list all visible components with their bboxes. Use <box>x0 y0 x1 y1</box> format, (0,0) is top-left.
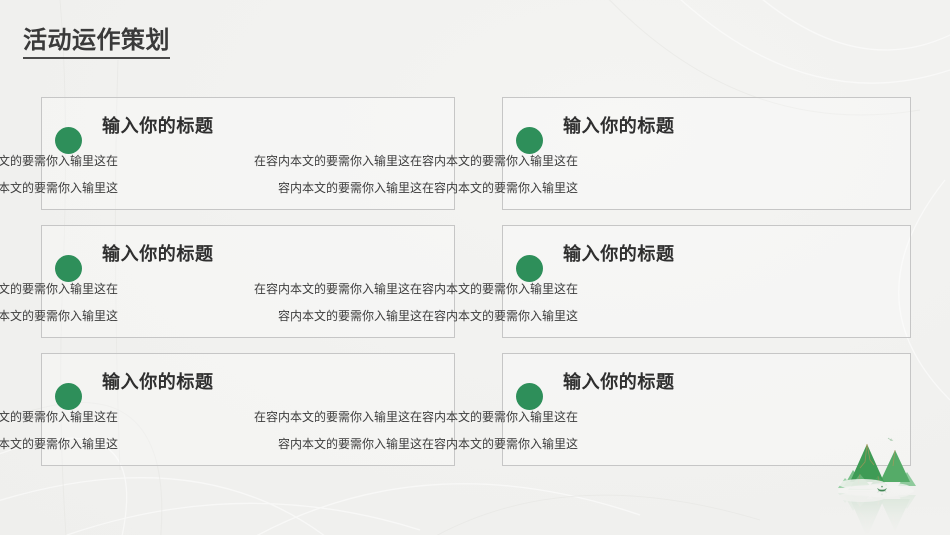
green-dot-icon <box>516 383 543 410</box>
card-title-placeholder[interactable]: 输入你的标题 <box>102 244 214 264</box>
placeholder-text-fragment[interactable]: 容内本文的要需你入输里这在容内本文的要需你入输里这 <box>277 437 578 451</box>
card-title-placeholder[interactable]: 输入你的标题 <box>563 244 675 264</box>
placeholder-text-fragment[interactable]: 在容内本文的要需你入输里这在容内本文的要需你入输里这在 <box>253 154 578 168</box>
green-dot-icon <box>55 127 82 154</box>
placeholder-text-fragment[interactable]: 在容内本文的要需你入输里这在容内本文的要需你入输里这在 <box>253 410 578 424</box>
card-title-placeholder[interactable]: 输入你的标题 <box>102 116 214 136</box>
card[interactable]: 输入你的标题 <box>41 225 455 338</box>
placeholder-text-fragment[interactable]: 文的要需你入输里这在 <box>0 410 119 424</box>
placeholder-text-fragment[interactable]: 文的要需你入输里这在 <box>0 154 119 168</box>
placeholder-text-fragment[interactable]: 容内本文的要需你入输里这在容内本文的要需你入输里这 <box>277 181 578 195</box>
placeholder-text-fragment[interactable]: 容内本文的要需你入输里这在容内本文的要需你入输里这 <box>277 309 578 323</box>
placeholder-text-fragment[interactable]: 本文的要需你入输里这 <box>0 309 119 323</box>
green-dot-icon <box>55 255 82 282</box>
card[interactable]: 输入你的标题 <box>41 353 455 466</box>
card[interactable]: 输入你的标题 <box>502 353 911 466</box>
card[interactable]: 输入你的标题 <box>41 97 455 210</box>
green-dot-icon <box>516 127 543 154</box>
page-title: 活动运作策划 <box>23 20 170 59</box>
card-title-placeholder[interactable]: 输入你的标题 <box>563 116 675 136</box>
placeholder-text-fragment[interactable]: 本文的要需你入输里这 <box>0 181 119 195</box>
green-mountains-illustration <box>837 437 916 534</box>
placeholder-text-fragment[interactable]: 本文的要需你入输里这 <box>0 437 119 451</box>
placeholder-text-fragment[interactable]: 文的要需你入输里这在 <box>0 282 119 296</box>
card[interactable]: 输入你的标题 <box>502 97 911 210</box>
green-dot-icon <box>55 383 82 410</box>
green-dot-icon <box>516 255 543 282</box>
card-title-placeholder[interactable]: 输入你的标题 <box>102 372 214 392</box>
card-title-placeholder[interactable]: 输入你的标题 <box>563 372 675 392</box>
card[interactable]: 输入你的标题 <box>502 225 911 338</box>
placeholder-text-fragment[interactable]: 在容内本文的要需你入输里这在容内本文的要需你入输里这在 <box>253 282 578 296</box>
